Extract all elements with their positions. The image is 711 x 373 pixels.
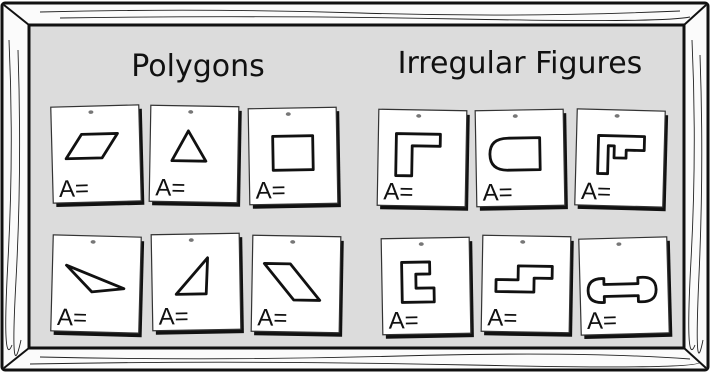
area-label: A= <box>383 178 413 206</box>
area-label: A= <box>587 307 618 335</box>
shape-card: A= <box>381 237 474 339</box>
area-label: A= <box>257 304 287 332</box>
area-label: A= <box>255 177 285 205</box>
area-label: A= <box>482 179 512 207</box>
square-figure <box>273 136 314 171</box>
area-label: A= <box>581 178 612 206</box>
area-label: A= <box>59 175 90 203</box>
area-label: A= <box>57 304 88 332</box>
shape-card: A= <box>579 237 673 339</box>
rounded-rectangle-figure <box>490 138 541 171</box>
shape-card: A= <box>251 235 344 337</box>
area-label: A= <box>158 303 188 331</box>
polygons-title: Polygons <box>131 49 265 84</box>
shape-card: A= <box>481 235 574 337</box>
area-label: A= <box>155 174 185 202</box>
irregular-figures-title: Irregular Figures <box>398 46 643 81</box>
area-label: A= <box>388 307 418 335</box>
shape-card: A= <box>575 109 669 211</box>
shape-card: A= <box>51 235 145 337</box>
shape-card: A= <box>248 107 341 209</box>
shape-card: A= <box>151 233 244 335</box>
shape-card: A= <box>149 105 242 207</box>
shape-card: A= <box>475 109 568 211</box>
shape-card: A= <box>51 105 145 207</box>
area-label: A= <box>487 304 517 332</box>
shape-card: A= <box>377 109 470 211</box>
